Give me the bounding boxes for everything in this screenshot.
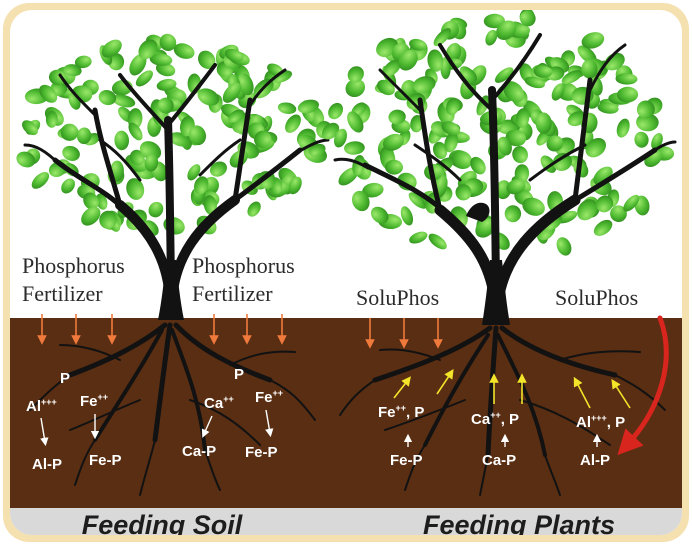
fertilizer-right-line2: Fertilizer (192, 281, 273, 306)
right-cap-label: Ca-P (482, 452, 516, 469)
fertilizer-right-line1: Phosphorus (192, 253, 295, 278)
fertilizer-left-line2: Fertilizer (22, 281, 103, 306)
soluphos-right-label: SoluPhos (555, 285, 638, 310)
left-p-label-2: P (234, 366, 244, 383)
fertilizer-left-line1: Phosphorus (22, 253, 125, 278)
left-fep2-label: Fe-P (245, 444, 278, 461)
right-fep-label: Fe-P (390, 452, 423, 469)
left-p-label-1: P (60, 370, 70, 387)
left-cap-label: Ca-P (182, 443, 216, 460)
right-alp-label: Al-P (580, 452, 610, 469)
left-fep-label: Fe-P (89, 452, 122, 469)
left-alp-label: Al-P (32, 456, 62, 473)
soluphos-left-label: SoluPhos (356, 285, 439, 310)
